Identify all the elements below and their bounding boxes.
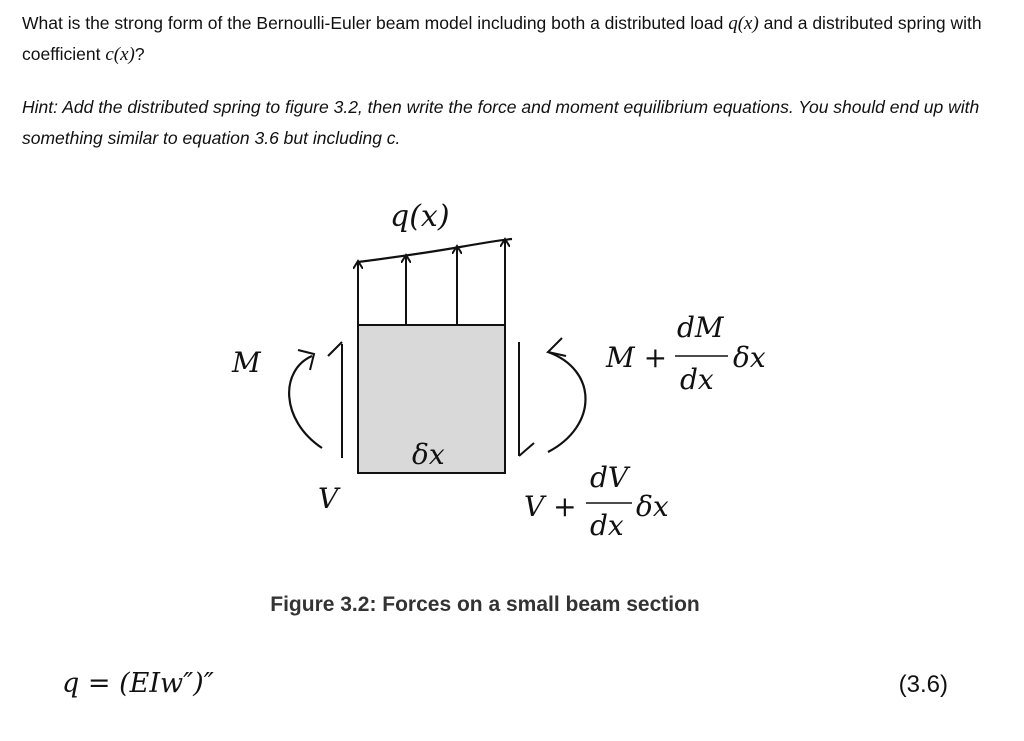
beam-section-figure: q(x) M V δx M + dM dx δx V + dV dx δx bbox=[231, 199, 766, 542]
question-text: What is the strong form of the Bernoulli… bbox=[22, 8, 1002, 70]
right-shear-prefix: V + bbox=[524, 490, 577, 523]
right-shear-suffix: δx bbox=[636, 490, 669, 523]
question-part-2: and a distributed spring with coefficien… bbox=[22, 13, 982, 64]
left-shear-arrowhead bbox=[327, 341, 343, 357]
right-moment-prefix: M + bbox=[605, 341, 667, 374]
right-moment-arrowhead bbox=[546, 337, 567, 357]
left-shear-label: V bbox=[318, 482, 341, 515]
right-moment-numerator: dM bbox=[677, 311, 725, 344]
right-moment-arc bbox=[547, 350, 587, 453]
hint-text: Hint: Add the distributed spring to figu… bbox=[22, 97, 980, 148]
right-shear-arrowhead bbox=[518, 442, 535, 457]
right-shear-numerator: dV bbox=[590, 461, 631, 494]
load-distribution-curve bbox=[357, 237, 513, 264]
width-label: δx bbox=[412, 438, 445, 471]
load-label: q(x) bbox=[390, 199, 450, 234]
left-moment-arrowhead bbox=[297, 349, 316, 371]
left-moment-label: M bbox=[231, 346, 262, 379]
question-part-1: What is the strong form of the Bernoulli… bbox=[22, 13, 729, 33]
right-moment-suffix: δx bbox=[733, 341, 766, 374]
question-part-3: ? bbox=[134, 44, 145, 64]
equation-number: (3.6) bbox=[898, 671, 948, 698]
left-moment-arc bbox=[288, 354, 323, 449]
right-shear-denominator: dx bbox=[590, 509, 624, 542]
spring-symbol: c(x) bbox=[105, 44, 135, 65]
right-moment-denominator: dx bbox=[680, 363, 714, 396]
equation-3-6: q = (EIw″)″ bbox=[62, 668, 214, 699]
load-symbol: q(x) bbox=[728, 13, 759, 34]
figure-caption: Figure 3.2: Forces on a small beam secti… bbox=[270, 593, 700, 616]
beam-section bbox=[357, 324, 506, 474]
